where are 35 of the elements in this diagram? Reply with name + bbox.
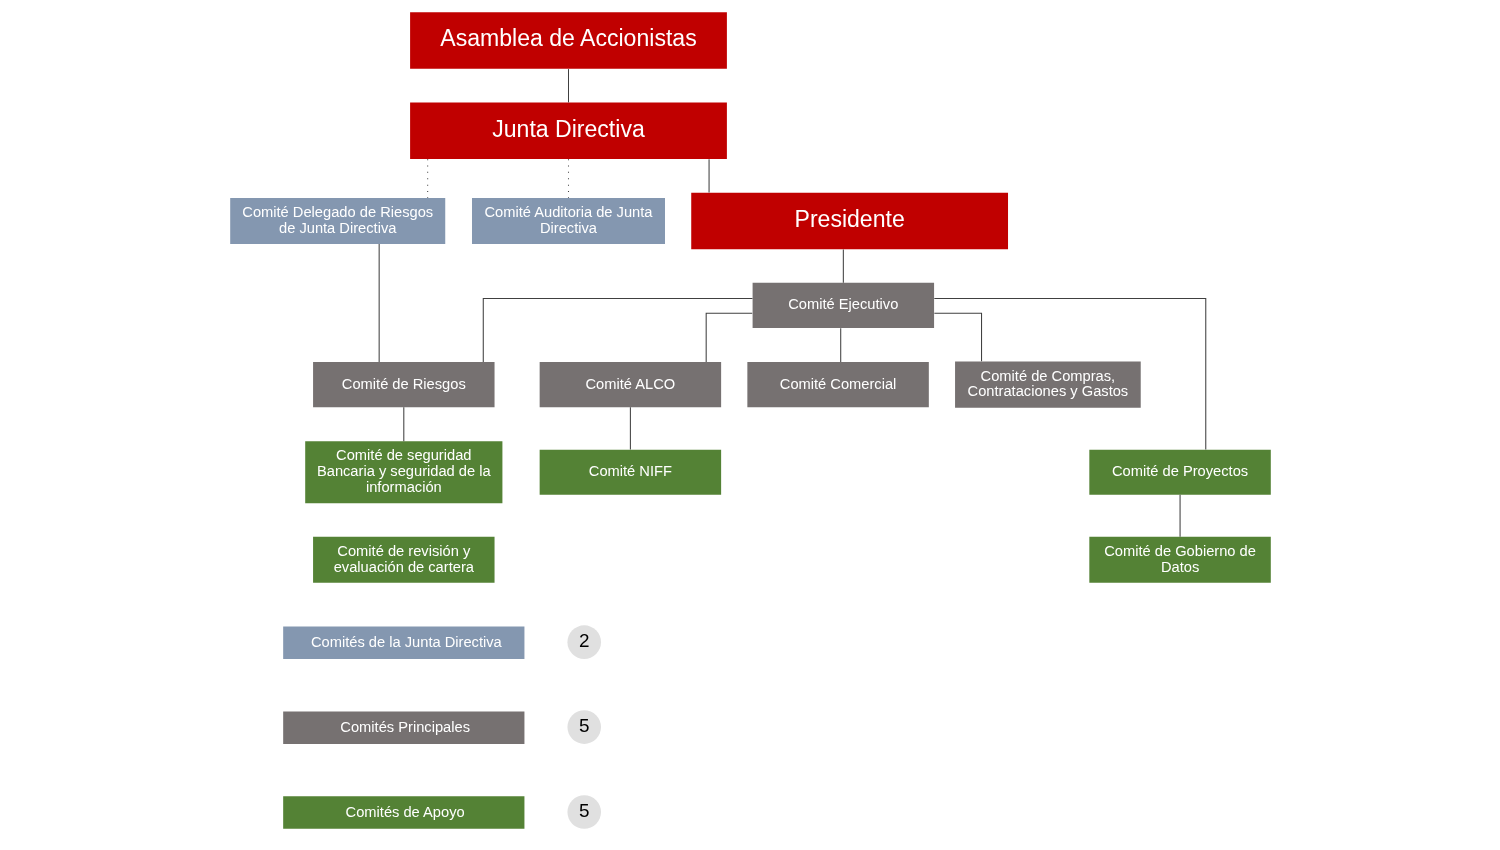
connector [629, 406, 631, 450]
node-box: Comité de revisión y evaluación de cartera [312, 536, 495, 583]
label: 2 [578, 629, 589, 651]
connector [402, 406, 404, 442]
node-box: Comité de Gobierno de Datos [1088, 536, 1271, 583]
node-box: Comité de Riesgos [312, 362, 495, 408]
label: 5 [578, 799, 589, 821]
connector [933, 312, 982, 362]
node-box: Presidente [690, 192, 1008, 250]
connector [933, 298, 1206, 451]
legend-label: Comités Principales [339, 718, 470, 735]
connector [708, 158, 710, 194]
node-box: Comité Delegado de Riesgos de Junta Directiva [229, 197, 445, 245]
legend-label: Comités de la Junta Directiva [310, 633, 502, 650]
connector [705, 312, 753, 363]
connector [567, 158, 569, 199]
node-box: Comité Ejecutivo [752, 282, 934, 328]
connector [1179, 494, 1181, 538]
connector [482, 298, 753, 363]
node-box: Comité de Compras, Contrataciones y Gastos [954, 361, 1141, 408]
node-box: Asamblea de Accionistas [409, 12, 727, 69]
connector [839, 327, 841, 363]
label: 5 [578, 714, 589, 736]
node-box: Comité ALCO [539, 362, 721, 408]
node-box: Comité de Proyectos [1088, 449, 1271, 495]
connector [426, 158, 428, 199]
node-box: Comité Comercial [746, 362, 929, 408]
connector [567, 68, 569, 103]
node-box: Comité NIFF [539, 449, 721, 495]
node-box: Comité de seguridad Bancaria y seguridad de la información [304, 441, 502, 504]
legend-label: Comités de Apoyo [345, 803, 465, 820]
node-box: Comité Auditoria de Junta Directiva [471, 197, 665, 245]
connector [842, 249, 844, 284]
node-box: Junta Directiva [409, 102, 727, 160]
connector [378, 243, 380, 363]
